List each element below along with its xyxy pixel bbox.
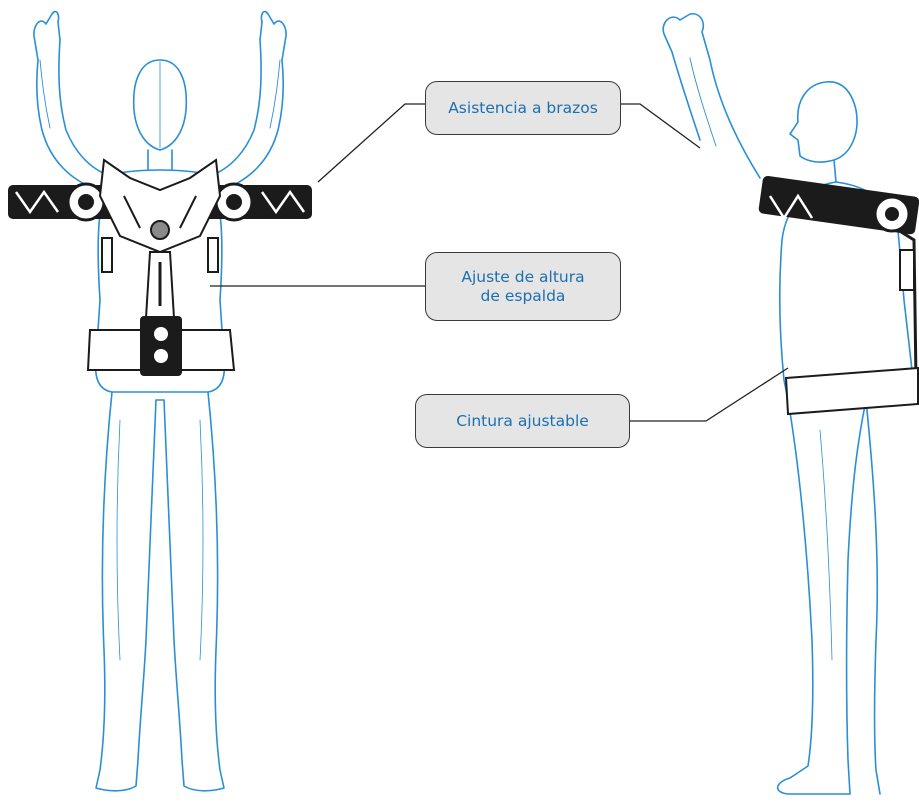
callout-back-height-adjust: Ajuste de altura de espalda: [425, 252, 621, 321]
side-leg-front: [778, 400, 866, 794]
leader-line-waist: [630, 368, 788, 421]
callout-adjustable-waist: Cintura ajustable: [415, 394, 630, 448]
side-leg-back: [866, 400, 880, 794]
side-waist-belt: [786, 368, 918, 414]
callout-arm-assist: Asistencia a brazos: [425, 81, 621, 135]
leader-line-arms-left: [318, 104, 425, 182]
rear-right-leg: [164, 392, 224, 791]
side-arm: [663, 14, 760, 178]
rear-left-leg: [96, 392, 156, 791]
leader-line-arms-right: [621, 104, 700, 148]
rear-view-figure: [34, 12, 286, 791]
rear-exoskeleton: [8, 160, 312, 376]
side-exoskeleton: [758, 175, 919, 414]
side-head: [790, 82, 857, 162]
